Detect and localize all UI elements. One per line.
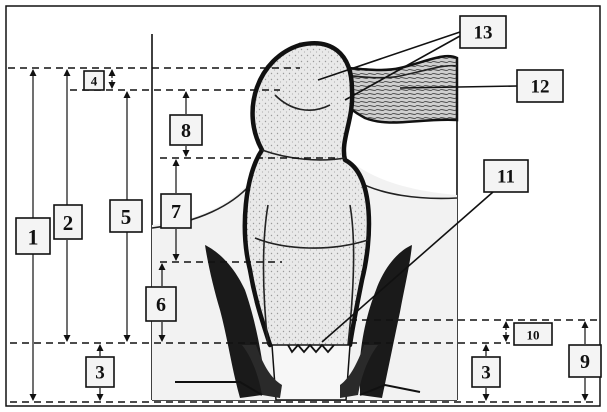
- svg-text:11: 11: [497, 167, 515, 188]
- label-6: 6: [146, 287, 176, 321]
- label-4: 4: [84, 71, 104, 90]
- label-3-left: 3: [86, 357, 114, 387]
- svg-text:1: 1: [28, 225, 39, 250]
- label-1: 1: [16, 218, 50, 254]
- label-10: 10: [514, 323, 552, 345]
- svg-text:3: 3: [481, 363, 491, 384]
- label-11: 11: [484, 160, 528, 192]
- svg-text:12: 12: [531, 77, 550, 98]
- svg-text:4: 4: [91, 74, 98, 89]
- svg-text:3: 3: [95, 363, 105, 384]
- svg-text:8: 8: [181, 120, 191, 142]
- rectum-illustration: [152, 43, 457, 400]
- svg-text:5: 5: [121, 205, 132, 229]
- label-12: 12: [517, 70, 563, 102]
- label-8: 8: [170, 115, 202, 145]
- label-3-right: 3: [472, 357, 500, 387]
- svg-text:2: 2: [63, 211, 74, 235]
- svg-text:9: 9: [580, 351, 590, 373]
- svg-text:6: 6: [156, 294, 166, 316]
- label-13: 13: [460, 16, 506, 48]
- label-2: 2: [54, 205, 82, 239]
- label-7: 7: [161, 194, 191, 228]
- svg-text:10: 10: [527, 328, 540, 343]
- anal-canal: [272, 345, 350, 400]
- svg-text:7: 7: [171, 201, 181, 223]
- svg-text:13: 13: [474, 23, 493, 44]
- label-9: 9: [569, 345, 601, 377]
- label-5: 5: [110, 200, 142, 232]
